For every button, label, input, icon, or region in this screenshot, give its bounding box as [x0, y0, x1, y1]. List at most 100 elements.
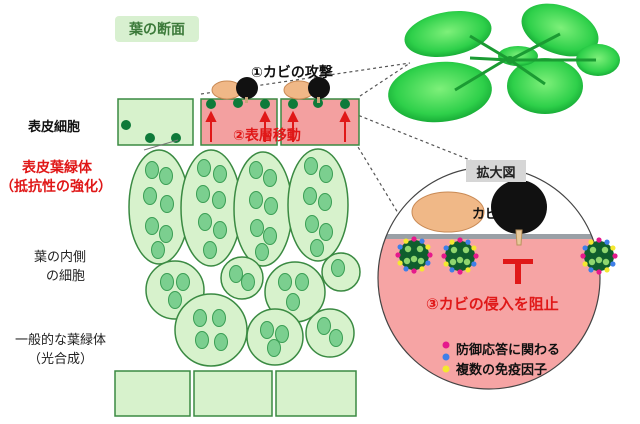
fungal-attack-label: ①カビの攻撃	[251, 65, 333, 81]
immune-factor-dot	[457, 269, 463, 275]
chloroplast	[159, 167, 173, 185]
enlarged-view-label: 拡大図	[466, 160, 526, 182]
chloroplast	[263, 169, 277, 187]
chloroplast	[159, 225, 173, 243]
immune-factor-dot	[441, 253, 447, 259]
chloroplast	[195, 331, 209, 349]
immune-factor-dot	[610, 261, 616, 267]
chloroplast	[255, 243, 269, 261]
immune-factor-dot	[582, 245, 588, 251]
chloroplast	[319, 165, 333, 183]
chloroplast-grana	[601, 246, 609, 254]
chloroplast	[319, 223, 333, 241]
chloroplast	[317, 317, 331, 335]
chloroplast	[168, 291, 182, 309]
spore-icon	[211, 80, 315, 100]
immune-chloroplast	[584, 241, 614, 271]
chloroplast-grana	[456, 256, 464, 264]
immune-factor-dot	[465, 267, 471, 273]
immune-factor-dot	[425, 244, 431, 250]
chloroplast	[160, 273, 174, 291]
chloroplast	[249, 191, 263, 209]
chloroplast-grana	[595, 256, 603, 264]
plant-leaf-icon	[388, 3, 620, 123]
immune-factor-dot	[425, 260, 431, 266]
enhanced-resistance-label: （抵抗性の強化）	[0, 179, 112, 195]
immune-factor-dot	[580, 253, 586, 259]
chloroplast	[267, 339, 281, 357]
immune-factor-dot	[473, 253, 479, 259]
immune-chloroplast	[399, 240, 429, 270]
chloroplast-grana	[449, 258, 457, 266]
chloroplast	[176, 273, 190, 291]
chloroplast	[143, 187, 157, 205]
immune-factor-dot	[397, 244, 403, 250]
immune-factor-dot	[411, 236, 417, 242]
immune-factor-dot	[403, 238, 409, 244]
chloroplast	[212, 309, 226, 327]
immune-chloroplasts	[395, 236, 618, 275]
chloroplast	[304, 157, 318, 175]
epidermal-chloroplasts	[121, 98, 350, 143]
chloroplast-grana	[589, 246, 597, 254]
chloroplast	[196, 185, 210, 203]
immune-factor-dot	[596, 237, 602, 243]
bottom-epidermis-row	[114, 370, 357, 417]
fungus-label: カビ	[472, 207, 499, 222]
chloroplast	[145, 217, 159, 235]
immune-factor-dot	[588, 239, 594, 245]
enlarged-fungus	[491, 180, 547, 246]
chloroplast	[331, 259, 345, 277]
epidermal-chloroplast-label: 表皮葉緑体	[22, 160, 92, 176]
immune-factor-dot	[610, 245, 616, 251]
chloroplast-grana	[462, 246, 470, 254]
chloroplast	[318, 193, 332, 211]
chloroplast	[198, 213, 212, 231]
chloroplast	[275, 325, 289, 343]
immune-factor-dot	[582, 261, 588, 267]
chloroplast	[278, 273, 292, 291]
immune-factor-dot	[397, 260, 403, 266]
chloroplast	[193, 309, 207, 327]
inner-cells-label-2: の細胞	[46, 269, 86, 284]
immune-factor-dot	[419, 266, 425, 272]
zoom-lines-top	[200, 62, 411, 97]
immune-chloroplast	[445, 241, 475, 271]
immune-factor-dot	[471, 245, 477, 251]
chloroplast	[263, 227, 277, 245]
migration-arrows	[205, 110, 351, 142]
chloroplast	[212, 191, 226, 209]
spongy-cells	[145, 252, 361, 367]
general-chloroplasts	[143, 157, 345, 357]
chloroplast	[295, 273, 309, 291]
chloroplast	[145, 161, 159, 179]
chloroplast-grana	[602, 258, 610, 266]
immune-factor-dot	[457, 237, 463, 243]
inner-cells-label-1: 葉の内側	[34, 250, 87, 265]
chloroplast	[213, 221, 227, 239]
chloroplast-grana	[410, 255, 418, 263]
surface-migration-label: ②表層移動	[233, 128, 301, 144]
immune-factor-dot	[604, 267, 610, 273]
chloroplast-grana	[403, 257, 411, 265]
immune-factor-dot	[588, 267, 594, 273]
chloroplast	[160, 195, 174, 213]
immune-factor-dot	[612, 253, 618, 259]
immune-factor-dot	[419, 238, 425, 244]
chloroplast	[151, 241, 165, 259]
immune-factor-dot	[403, 266, 409, 272]
immune-factor-dot	[604, 239, 610, 245]
immune-factor-dot	[471, 261, 477, 267]
chloroplast	[197, 159, 211, 177]
immune-factor-dot	[443, 261, 449, 267]
chloroplast-grana	[463, 258, 471, 266]
chloroplast	[214, 333, 228, 351]
chloroplast	[250, 219, 264, 237]
immune-factor-dot	[427, 252, 433, 258]
immune-factor-dot	[411, 268, 417, 274]
chloroplast	[213, 165, 227, 183]
chloroplast	[229, 265, 243, 283]
general-chloroplast-label: 一般的な葉緑体	[15, 333, 107, 348]
page-title: 葉の断面	[115, 16, 199, 42]
